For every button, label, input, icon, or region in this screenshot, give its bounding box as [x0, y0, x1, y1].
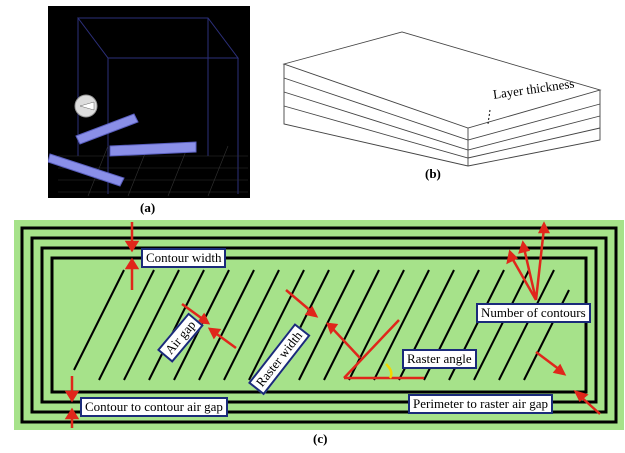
raster-angle-label: Raster angle	[402, 349, 477, 369]
caption-b: (b)	[425, 166, 441, 181]
contour-to-contour-air-gap-label: Contour to contour air gap	[80, 397, 228, 417]
caption-a: (a)	[140, 200, 156, 215]
annotation-arrows	[64, 221, 601, 428]
part-bars	[48, 113, 197, 187]
layer-stack-diagram	[282, 31, 602, 167]
raster-lines	[73, 269, 570, 381]
build-volume-view	[48, 6, 250, 198]
caption-c: (c)	[313, 431, 328, 446]
perimeter-to-raster-air-gap-label: Perimeter to raster air gap	[408, 394, 553, 414]
contour-width-label: Contour width	[141, 248, 227, 268]
number-of-contours-label: Number of contours	[476, 303, 591, 323]
